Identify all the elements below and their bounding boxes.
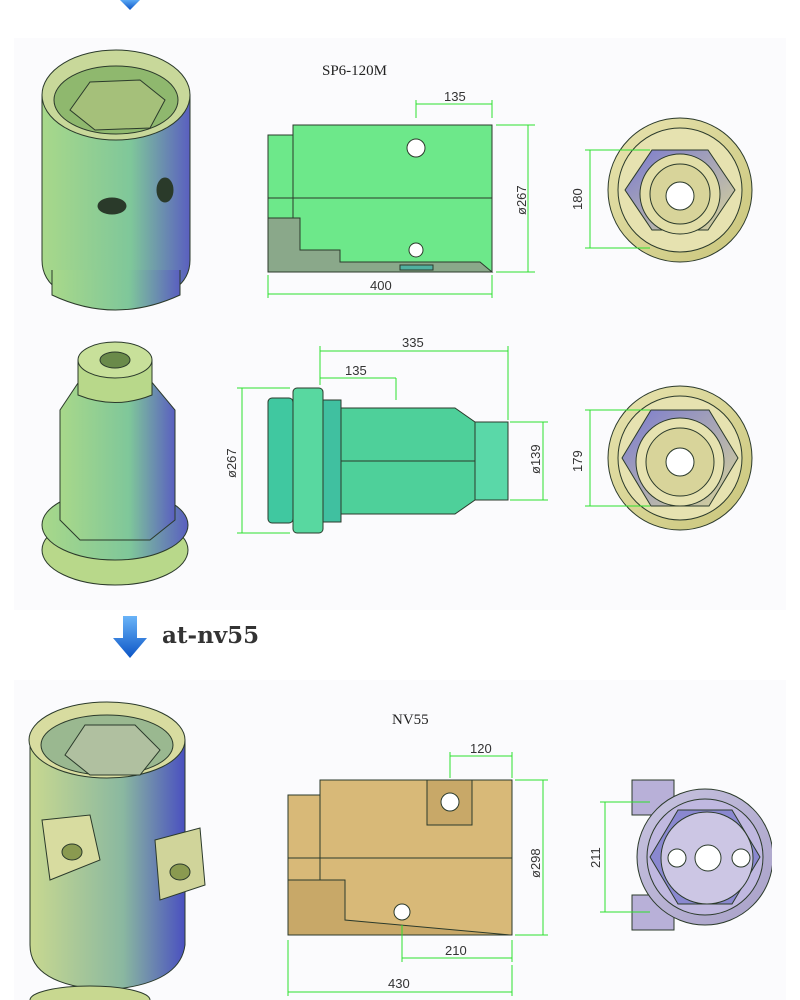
nv55-3d-view bbox=[28, 701, 206, 1000]
dim-hex: 211 bbox=[588, 847, 603, 868]
drawing-title: SP6-120M bbox=[322, 63, 387, 79]
dim-length: 400 bbox=[370, 278, 392, 293]
dim-hex: 180 bbox=[570, 188, 585, 210]
socket-3d-view bbox=[41, 49, 191, 311]
sp6-120m-panel: SP6-120M 135 ø267 400 180 bbox=[14, 38, 786, 610]
dim-length: 430 bbox=[388, 976, 410, 991]
dim-lug-distance: 120 bbox=[470, 741, 492, 756]
down-arrow-icon bbox=[113, 616, 147, 658]
drawing-title: NV55 bbox=[392, 712, 429, 728]
socket-side-view: 135 ø267 400 bbox=[267, 89, 535, 298]
nv55-panel: NV55 120 ø298 210 430 bbox=[14, 680, 786, 1000]
adapter-3d-view bbox=[41, 341, 189, 586]
dim-hex: 179 bbox=[570, 450, 585, 472]
adapter-end-view: 179 bbox=[570, 385, 753, 531]
dim-hole-distance: 135 bbox=[444, 89, 466, 104]
dim-hole-distance: 210 bbox=[445, 943, 467, 958]
top-arrow-fragment bbox=[120, 0, 140, 10]
adapter-side-view: 335 135 ø267 ø139 bbox=[224, 335, 548, 534]
socket-end-view: 180 bbox=[570, 117, 753, 263]
nv55-end-view: 211 bbox=[588, 770, 786, 950]
dim-shank-diameter: ø139 bbox=[528, 444, 543, 474]
dim-diameter: ø298 bbox=[528, 848, 543, 878]
section-label: at-nv55 bbox=[162, 622, 260, 649]
dim-flange-diameter: ø267 bbox=[224, 448, 239, 478]
dim-diameter: ø267 bbox=[514, 185, 529, 215]
dim-total-length: 335 bbox=[402, 335, 424, 350]
nv55-side-view: 120 ø298 210 430 bbox=[287, 741, 548, 996]
dim-hole-distance: 135 bbox=[345, 363, 367, 378]
